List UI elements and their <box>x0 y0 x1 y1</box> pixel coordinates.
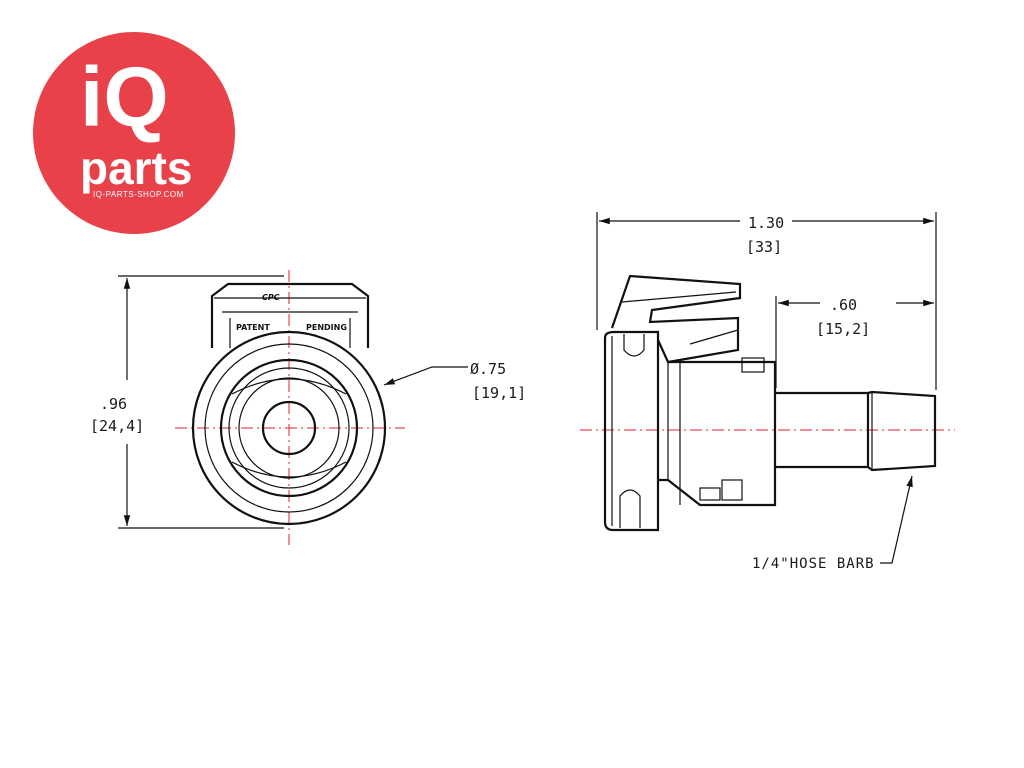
logo-brand-top: iQ <box>80 50 169 144</box>
length-dim-inch: 1.30 <box>748 214 784 232</box>
barb-dim-mm: [15,2] <box>816 320 870 338</box>
diameter-dim-inch: Ø.75 <box>470 360 506 378</box>
brand-logo: iQ parts IQ-PARTS-SHOP.COM <box>33 32 235 234</box>
side-view: 1.30 [33] .60 [15,2] 1/4"HOSE BARB <box>580 212 955 572</box>
outer-flange <box>191 330 387 526</box>
barb-dim-inch: .60 <box>830 296 857 314</box>
logo-brand-bottom: parts <box>80 142 192 194</box>
socket-ring <box>219 358 359 498</box>
diameter-leader <box>383 366 468 386</box>
logo-circle <box>33 32 235 234</box>
stamp-pending: PENDING <box>306 323 347 332</box>
front-view: CPC PATENT PENDING .96 [24,4] Ø.75 [19,1… <box>90 270 526 545</box>
bore <box>261 400 317 456</box>
barb-stem <box>775 391 870 469</box>
logo-url: IQ-PARTS-SHOP.COM <box>93 190 184 199</box>
stamp-patent: PATENT <box>236 323 270 332</box>
diameter-dim-mm: [19,1] <box>472 384 526 402</box>
coupling-body <box>656 339 777 507</box>
coupling-flange <box>603 330 660 532</box>
length-dim-mm: [33] <box>746 238 782 256</box>
emboss-logo: CPC <box>262 293 280 302</box>
hose-barb-leader <box>880 475 913 564</box>
height-dim-inch: .96 <box>100 395 127 413</box>
latch-lever <box>610 274 742 364</box>
height-dim-mm: [24,4] <box>90 417 144 435</box>
hose-barb-label: 1/4"HOSE BARB <box>752 556 875 572</box>
latch-housing <box>210 282 370 348</box>
hose-barb-tip <box>867 390 937 472</box>
